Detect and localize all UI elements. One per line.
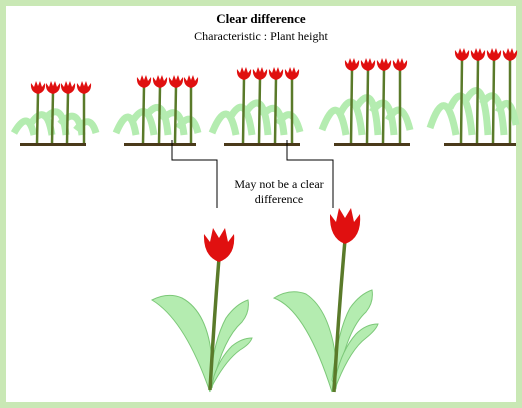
tulip-cluster-icon (430, 48, 517, 146)
connector-line (172, 140, 217, 208)
tulip-cluster-icon (322, 58, 410, 146)
tulip-icon (152, 228, 252, 392)
tulip-cluster-icon (116, 75, 198, 146)
tulip-icon (274, 208, 378, 392)
tulip-cluster-icon (212, 67, 300, 146)
tulip-cluster-icon (14, 81, 96, 146)
connector-line (287, 140, 333, 208)
